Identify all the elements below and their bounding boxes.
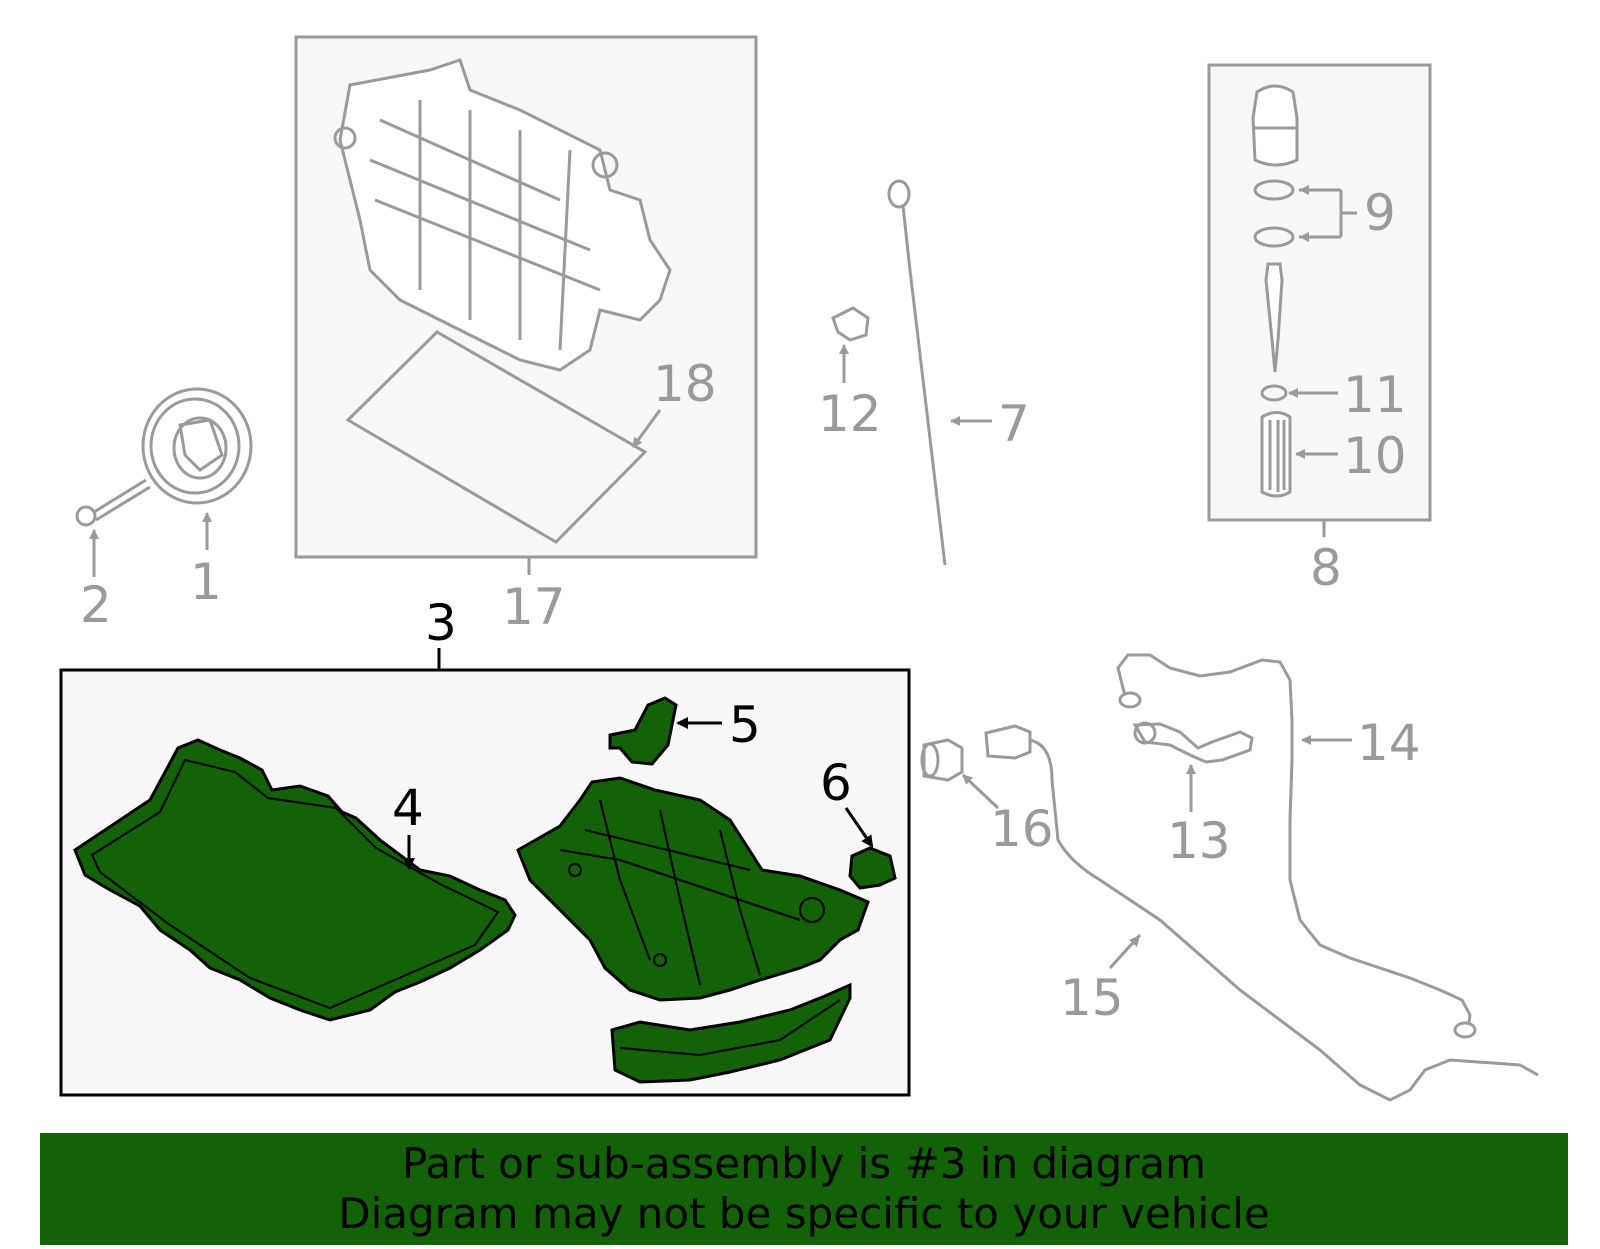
callout-11: 11 [1343,366,1407,424]
banner-line-2: Diagram may not be specific to your vehi… [338,1189,1270,1238]
callout-2: 2 [80,576,112,634]
harness-15 [1029,738,1539,1102]
callout-18: 18 [653,355,717,413]
windage-tray [610,982,852,1084]
info-banner: Part or sub-assembly is #3 in diagram Di… [40,1133,1568,1245]
banner-line-1: Part or sub-assembly is #3 in diagram [401,1139,1207,1188]
callout-6: 6 [820,754,852,812]
harness-14 [1116,653,1472,1031]
sensor-16-connector [922,738,964,782]
callout-3: 3 [425,594,457,652]
dipstick [901,205,947,566]
oil-filter-box [1207,63,1432,522]
oil-pan [516,776,870,1002]
o-ring-lower [1253,226,1295,248]
callout-15: 15 [1060,969,1124,1027]
dipstick-tube-cap [831,306,870,342]
callout-1: 1 [190,553,222,611]
pulley-group: 1 2 [75,387,253,634]
oil-pan-gasket [73,738,517,1022]
callout-10: 10 [1343,427,1407,485]
baffle-bracket [608,696,678,766]
callout-7: 7 [998,395,1030,453]
intake-manifold-group: 18 17 [294,35,758,636]
callout-17: 17 [502,578,566,636]
oil-pan-assembly-group: 3 4 5 6 [59,594,911,1097]
callout-12: 12 [818,385,882,443]
sensor-13 [1132,722,1254,764]
oil-filter-element [1260,411,1292,498]
crankshaft-pulley [141,387,253,505]
drain-valve [1264,262,1284,373]
callout-16: 16 [990,800,1054,858]
callout-9: 9 [1364,184,1396,242]
callout-13: 13 [1167,812,1231,870]
filter-housing-cap [1251,84,1299,167]
callout-4: 4 [392,779,424,837]
o-ring-upper [1253,179,1295,201]
callout-14: 14 [1357,714,1421,772]
dipstick-group: 12 7 [818,179,1030,566]
callout-8: 8 [1310,539,1342,597]
callout-5: 5 [729,696,761,754]
drain-plug [848,846,897,890]
pulley-bolt [93,478,151,522]
manifold-gasket [345,330,648,544]
dipstick-handle [887,179,911,209]
sensor-15 [984,724,1032,760]
oil-filter-group: 9 11 10 8 [1207,63,1432,597]
o-ring-small [1260,384,1288,402]
harness-group: 16 15 13 14 [920,653,1539,1102]
